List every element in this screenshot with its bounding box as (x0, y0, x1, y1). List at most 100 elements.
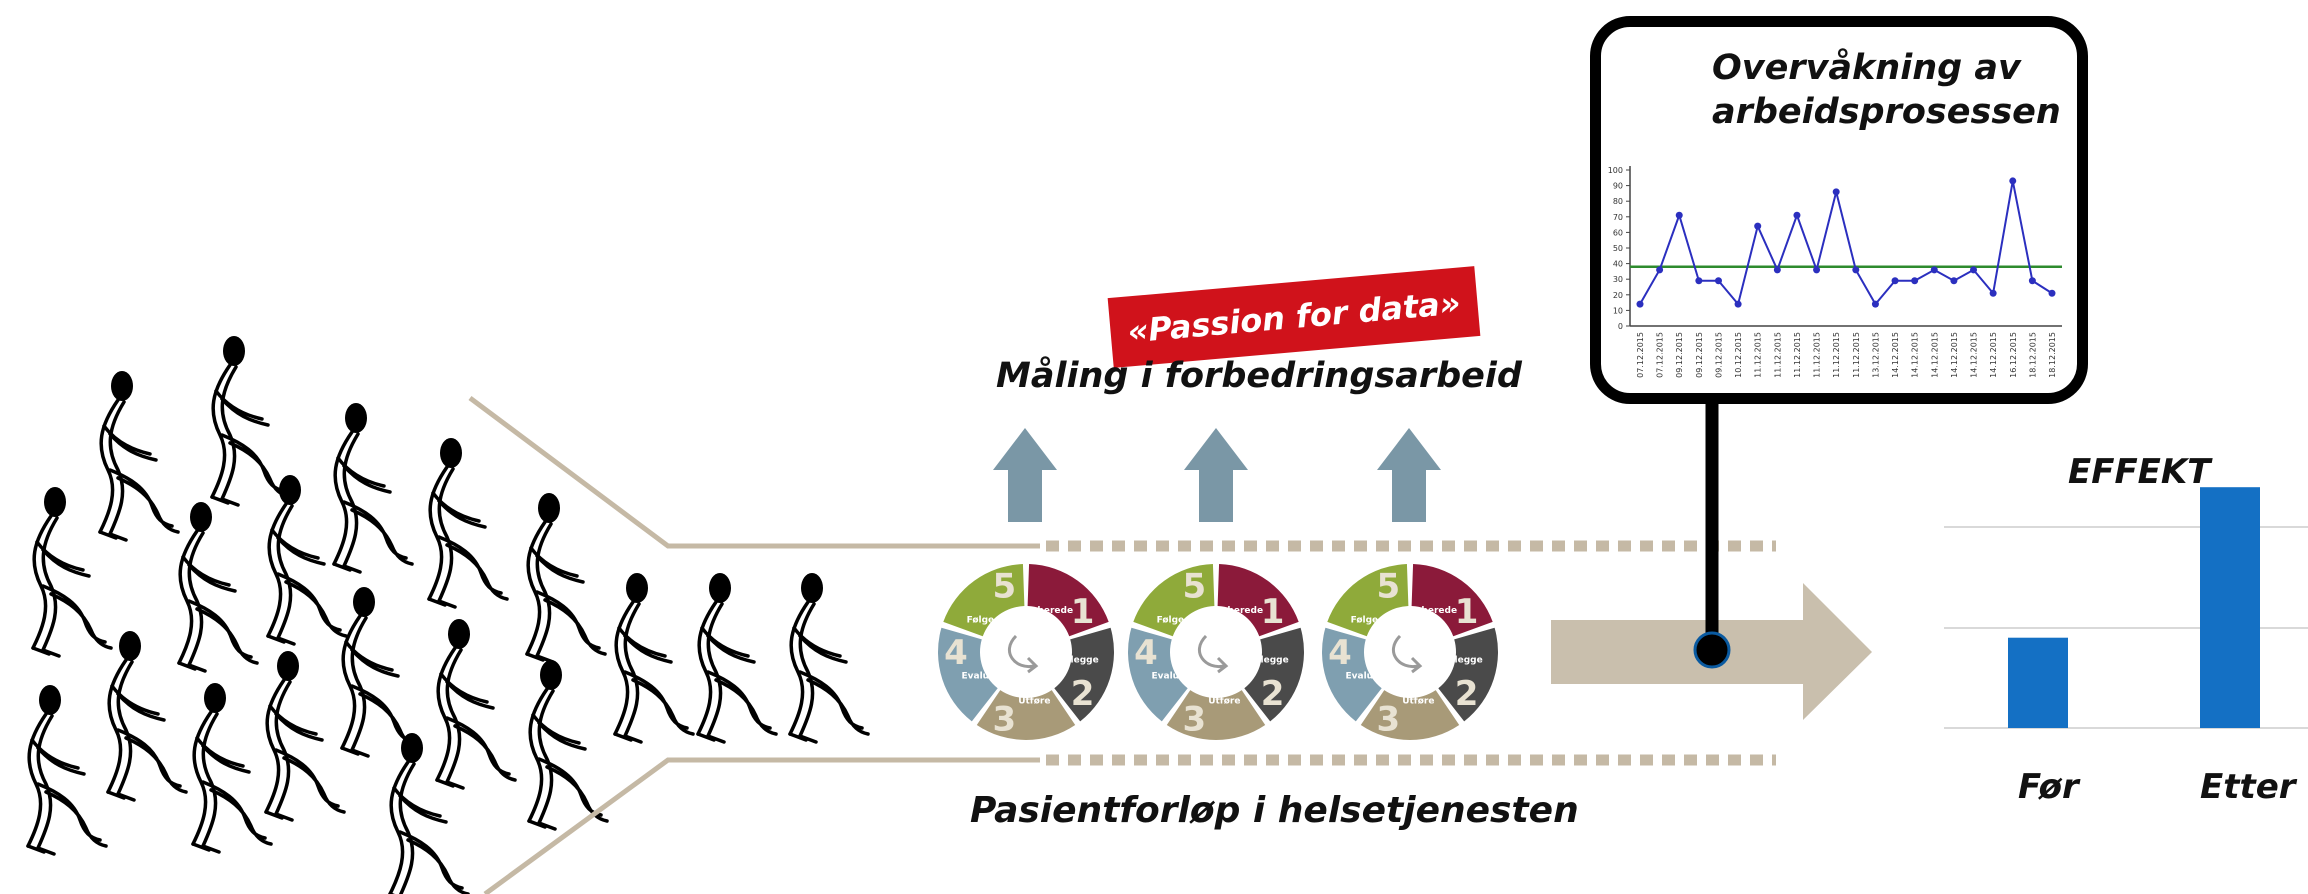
effect-bar-etter (2200, 487, 2260, 728)
passion-label: «Passion for data» (1126, 283, 1462, 351)
x-tick-label: 16.12.2015 (2009, 332, 2018, 378)
cycle-step-number: 1 (1261, 592, 1285, 632)
cycle-step-label: Evaluere (1346, 672, 1390, 682)
cycle-segment (1244, 627, 1304, 722)
cycle-step-number: 2 (1455, 674, 1479, 714)
effect-chart (1944, 487, 2308, 729)
cycle-center (1172, 608, 1260, 696)
x-tick-label: 11.12.2015 (1832, 332, 1841, 378)
person-figure (788, 571, 870, 744)
monitor-callout (1590, 16, 2088, 404)
person-figure (340, 585, 422, 758)
x-tick-label: 14.12.2015 (1930, 332, 1939, 378)
cycle-step-number: 3 (1377, 700, 1401, 740)
data-point (1734, 300, 1742, 308)
cycle-step-label: Evaluere (1152, 672, 1196, 682)
up-arrow-icon (1184, 428, 1248, 522)
measurement-label: Måling i forbedringsarbeid (996, 356, 1522, 396)
person-figure (26, 683, 108, 856)
cycle-step-label: Utføre (1208, 696, 1240, 706)
cycle-step-number: 4 (1328, 633, 1352, 673)
cycle-segment (976, 690, 1076, 741)
cycle-step-number: 5 (1377, 566, 1401, 606)
cycle-step-number: 3 (993, 700, 1017, 740)
cycle-step-number: 4 (944, 633, 968, 673)
person-figure (527, 658, 609, 831)
run-line (1639, 180, 2053, 307)
funnel-bottom-line (483, 757, 1040, 894)
data-point (1950, 277, 1958, 285)
x-tick-label: 09.12.2015 (1675, 332, 1684, 378)
up-arrow-icon (1377, 428, 1441, 522)
cycle-arrow-icon (1392, 634, 1423, 674)
data-point (1773, 266, 1781, 274)
measurement-arrows (993, 428, 1441, 522)
data-point (1970, 266, 1978, 274)
person-figure (264, 649, 346, 822)
pathway-label: Pasientforløp i helsetjenesten (970, 790, 1579, 831)
x-tick-label: 07.12.2015 (1636, 332, 1645, 378)
cycle-step-label: Evaluere (962, 672, 1006, 682)
up-arrow-icon (993, 428, 1057, 522)
effect-label-for: Før (2018, 767, 2079, 807)
y-tick-label: 0 (1618, 322, 1623, 331)
x-tick-label: 11.12.2015 (1813, 332, 1822, 378)
cycle-segment (1322, 627, 1382, 722)
cycle-segment (943, 564, 1025, 637)
data-point (1813, 266, 1821, 274)
person-figure (210, 334, 292, 507)
x-tick-label: 18.12.2015 (2048, 332, 2057, 378)
cycle-step-label: Følge opp (1351, 616, 1401, 626)
x-tick-label: 13.12.2015 (1871, 332, 1880, 378)
data-point (1891, 277, 1899, 285)
y-tick-label: 100 (1608, 166, 1623, 175)
y-tick-label: 30 (1613, 275, 1623, 284)
cycle-step-number: 5 (993, 566, 1017, 606)
cycle-segment (1438, 627, 1498, 722)
cycle-step-number: 5 (1183, 566, 1207, 606)
x-tick-label: 11.12.2015 (1773, 332, 1782, 378)
x-tick-label: 14.12.2015 (1989, 332, 1998, 378)
data-point (1871, 300, 1879, 308)
person-figure (106, 629, 188, 802)
cycle-segment (1027, 564, 1109, 637)
cycle-step-number: 2 (1071, 674, 1095, 714)
cycle-arrow-icon (1198, 634, 1229, 674)
cycle-step-label: Forberede (1405, 606, 1457, 616)
x-tick-label: 14.12.2015 (1891, 332, 1900, 378)
connector-dot (1693, 631, 1731, 669)
data-point (1989, 289, 1997, 297)
person-figure (525, 491, 607, 664)
x-tick-label: 09.12.2015 (1695, 332, 1704, 378)
x-tick-label: 11.12.2015 (1754, 332, 1763, 378)
cycle-segment (1166, 690, 1266, 741)
person-figure (191, 681, 273, 854)
cycle-segment (1054, 627, 1115, 722)
cycle-step-number: 2 (1261, 674, 1285, 714)
cycle-segment (938, 627, 998, 722)
cycle-step-label: Følge opp (1157, 616, 1207, 626)
y-tick-label: 40 (1613, 260, 1623, 269)
cycle-segment (1411, 564, 1493, 637)
effect-label-etter: Etter (2200, 767, 2296, 807)
cycle-step-label: Utføre (1402, 696, 1434, 706)
data-point (1656, 266, 1664, 274)
cycle-step-label: Planlegge (1048, 656, 1098, 666)
cycle-step-label: Forberede (1021, 606, 1073, 616)
data-point (1695, 277, 1703, 285)
cycle-segment (1128, 627, 1188, 722)
y-tick-label: 60 (1613, 228, 1623, 237)
data-point (1793, 211, 1801, 219)
y-tick-label: 20 (1613, 291, 1623, 300)
cycle-step-number: 1 (1071, 592, 1095, 632)
y-tick-label: 50 (1613, 244, 1623, 253)
x-tick-label: 07.12.2015 (1656, 332, 1665, 378)
cycle-step-number: 4 (1134, 633, 1158, 673)
monitor-title: Overvåkning av arbeidsprosessen (1712, 48, 2061, 132)
x-tick-label: 10.12.2015 (1734, 332, 1743, 378)
cycle-segment (1133, 564, 1215, 637)
cycle-step-label: Utføre (1018, 696, 1050, 706)
